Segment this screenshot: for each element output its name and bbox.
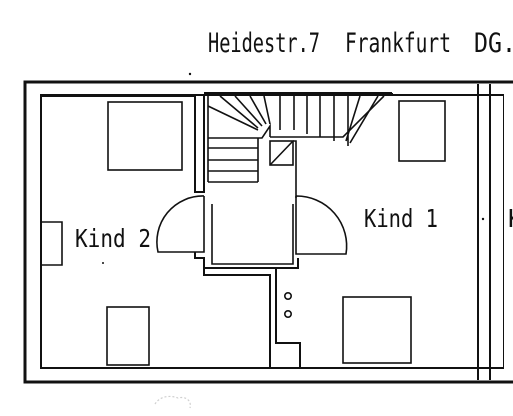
stair-newel-diagonal <box>269 140 294 166</box>
kind-1-label: Kind 1 <box>364 204 438 233</box>
outer-wall-line <box>23 80 513 384</box>
hall-right-wall <box>293 140 297 198</box>
kind-2-furniture-bottom <box>106 306 150 366</box>
plan-header: Heidestr.7 Frankfurt DG. <box>208 28 513 59</box>
header-address: Heidestr.7 <box>208 28 320 59</box>
page-edge-mask <box>504 84 513 380</box>
kind-1-door-swing <box>295 195 348 255</box>
kind-2-lower-wall <box>194 252 271 368</box>
speck-right <box>481 217 485 221</box>
stair-hall <box>203 92 392 269</box>
shaft-wall <box>275 268 301 368</box>
kind-1-furniture-bottom <box>342 296 412 364</box>
kind-2-upper-wall <box>41 95 205 193</box>
room-kind-1: Kind 1 <box>275 93 446 368</box>
faint-stamp-mark <box>154 395 191 409</box>
speck-top <box>188 72 192 76</box>
outlet-top <box>283 291 292 300</box>
header-city: Frankfurt <box>345 28 451 59</box>
wall-niche <box>41 221 63 266</box>
speck-left <box>102 262 104 264</box>
hall-landing <box>211 204 294 265</box>
cut-off-room-label: K <box>508 204 513 233</box>
right-partition <box>477 84 491 380</box>
kind-2-door-swing <box>156 195 205 253</box>
header-floor: DG. <box>474 28 513 59</box>
stair-upper-treads <box>207 95 379 146</box>
stair-lower-treads <box>207 96 259 183</box>
outlet-bottom <box>283 309 292 318</box>
hall-bottom-wall <box>203 258 299 269</box>
kind-1-furniture-top <box>398 100 446 162</box>
small-marks <box>102 72 485 409</box>
stair-handrail <box>208 95 385 139</box>
room-cut-off: K <box>477 84 513 380</box>
stair-newel-box <box>269 140 294 166</box>
kind-2-label: Kind 2 <box>75 224 151 253</box>
room-kind-2: Kind 2 <box>41 95 271 368</box>
kind-2-furniture-top <box>107 101 183 171</box>
